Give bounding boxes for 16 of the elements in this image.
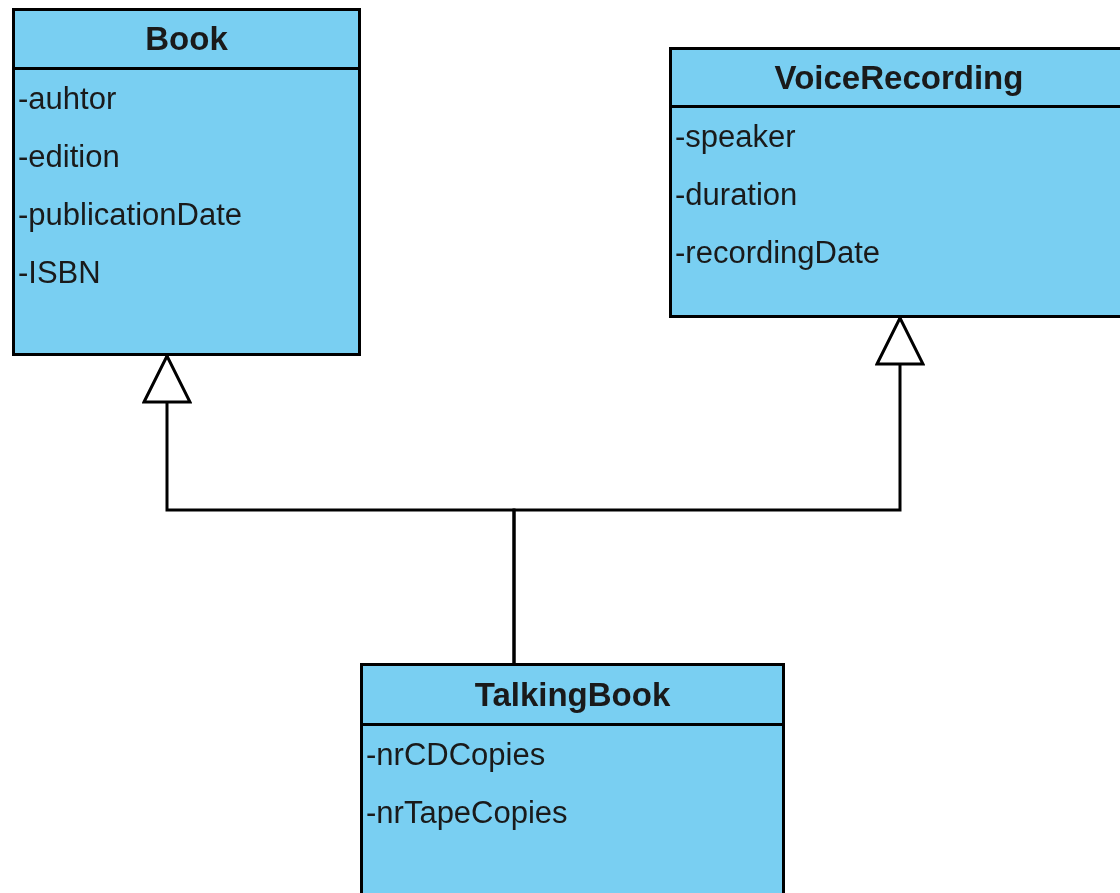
attribute-text: -auhtor [18, 80, 117, 118]
attribute-text: -nrTapeCopies [366, 794, 568, 832]
class-box [12, 8, 361, 356]
generalization-arrow [512, 316, 925, 663]
attribute-text: -edition [18, 138, 120, 176]
class-name: TalkingBook [474, 675, 671, 715]
attribute-text: -ISBN [18, 254, 101, 292]
class-box [360, 663, 785, 893]
class-name: VoiceRecording [774, 58, 1024, 98]
class-name: Book [145, 19, 228, 59]
attribute-text: -publicationDate [18, 196, 243, 234]
class-box [669, 47, 1120, 318]
attribute-text: -duration [675, 176, 798, 214]
attribute-text: -speaker [675, 118, 796, 156]
attribute-text: -recordingDate [675, 234, 881, 272]
attribute-text: -nrCDCopies [366, 736, 546, 774]
